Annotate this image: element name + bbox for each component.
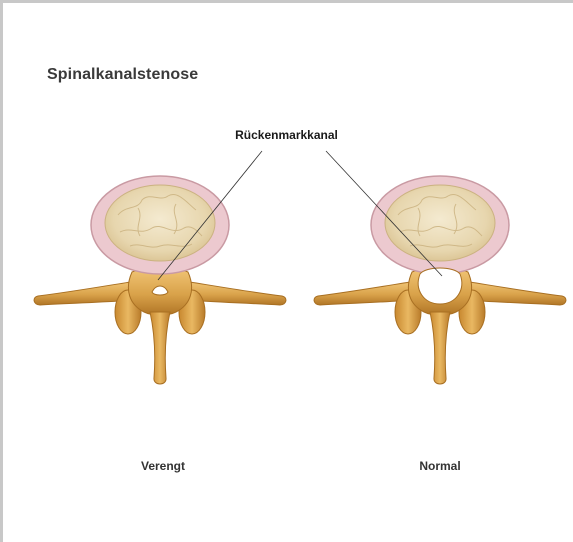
right-spinous-process	[430, 312, 450, 384]
vertebra-normal	[314, 176, 566, 384]
vertebra-narrowed	[34, 176, 286, 384]
caption-narrowed: Verengt	[103, 459, 223, 473]
left-spinous-process	[150, 312, 170, 384]
left-disc-core	[105, 185, 215, 261]
right-disc-core	[385, 185, 495, 261]
caption-normal: Normal	[380, 459, 500, 473]
